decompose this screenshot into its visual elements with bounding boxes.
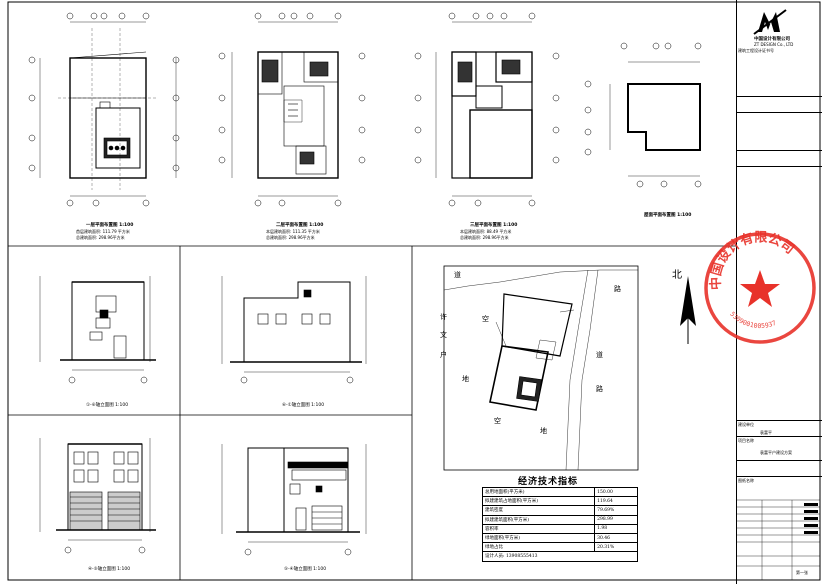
table-row: 拟建建筑占地面积(平方米)119.64 <box>481 496 638 507</box>
site-open-1: 空 <box>482 315 489 323</box>
site-plan <box>443 265 639 471</box>
table-row: 拟建建筑面积(平方米)298.99 <box>481 514 638 525</box>
elevation-4 <box>221 444 367 543</box>
elevation-2-title: ⑥-①轴立面图 1:100 <box>282 403 325 408</box>
plan-2-area-1: 本层建筑面积: 111.35 平方米 <box>266 229 320 234</box>
plan-2-title: 二层平面布置图 1:100 <box>276 223 324 228</box>
elevation-1 <box>39 276 156 371</box>
roof-plan <box>609 61 701 177</box>
table-row: 绿地面积(平方米)30.46 <box>481 532 638 544</box>
site-road-top-1: 道 <box>454 271 461 279</box>
site-road-right-2: 路 <box>596 385 603 393</box>
north-label: 北 <box>672 270 682 281</box>
elevation-1-title: ①-⑥轴立面图 1:100 <box>86 403 129 408</box>
table-row: 设计人员: 13908555413 <box>482 551 638 562</box>
drawing-name-label: 图纸名称 <box>738 478 754 483</box>
firm-logo <box>753 9 787 35</box>
site-road-right-1: 道 <box>596 351 603 359</box>
plan-3-area-2: 总建筑面积: 298.96平方米 <box>460 235 509 240</box>
plan-1-area-1: 首层建筑面积: 111.79 平方米 <box>76 229 130 234</box>
firm-license: 建筑工程设计证书号 <box>738 48 774 53</box>
floor-plan-2 <box>231 21 339 197</box>
site-neighbor-3: 户 <box>440 351 447 359</box>
elevation-3-title: ④-⑤轴立面图 1:100 <box>88 567 131 572</box>
site-open-4: 地 <box>540 427 547 435</box>
plan-3-area-1: 本层建筑面积: 88.49 平方米 <box>460 229 512 234</box>
floor-plan-3 <box>435 21 533 197</box>
elevation-2 <box>221 276 367 373</box>
client-label: 建设单位 <box>738 422 754 427</box>
indicators-table: 总用地面积(平方米)150.00 拟建建筑占地面积(平方米)119.64 建筑密… <box>481 486 638 562</box>
site-neighbor-2: 文 <box>440 331 447 339</box>
table-row: 总用地面积(平方米)150.00 <box>481 486 638 498</box>
firm-name-cn: 中国设计有限公司 <box>754 37 790 42</box>
site-open-3: 空 <box>494 417 501 425</box>
title-block <box>736 0 822 584</box>
client-value: 袁富平 <box>760 430 772 435</box>
elevation-4-title: ⑤-④轴立面图 1:100 <box>284 567 327 572</box>
project-name-value: 袁富平户建设方案 <box>760 450 792 455</box>
floor-plan-1 <box>39 21 177 197</box>
site-road-top-2: 路 <box>614 285 621 293</box>
roof-plan-title: 屋面平面布置图 1:100 <box>644 213 692 218</box>
north-arrow <box>680 276 696 344</box>
elevation-3 <box>39 438 156 541</box>
indicators-title: 经济技术指标 <box>518 477 579 487</box>
plan-2-area-2: 总建筑面积: 298.96平方米 <box>266 235 315 240</box>
svg-text:5309001005937: 5309001005937 <box>728 310 777 330</box>
site-open-2: 地 <box>462 375 469 383</box>
plan-1-title: 一层平面布置图 1:100 <box>86 223 134 228</box>
company-seal: 中国设计有限公司 5309001005937 <box>704 230 816 344</box>
plan-1-area-2: 总建筑面积: 298.96平方米 <box>76 235 125 240</box>
project-name-label: 项目名称 <box>738 438 754 443</box>
site-neighbor-1: 许 <box>440 313 447 321</box>
firm-name-en: ZT DESIGN Co., LTD <box>754 42 794 47</box>
plan-3-title: 三层平面布置图 1:100 <box>470 223 518 228</box>
tb-bottom-3: 第一张 <box>796 570 808 575</box>
